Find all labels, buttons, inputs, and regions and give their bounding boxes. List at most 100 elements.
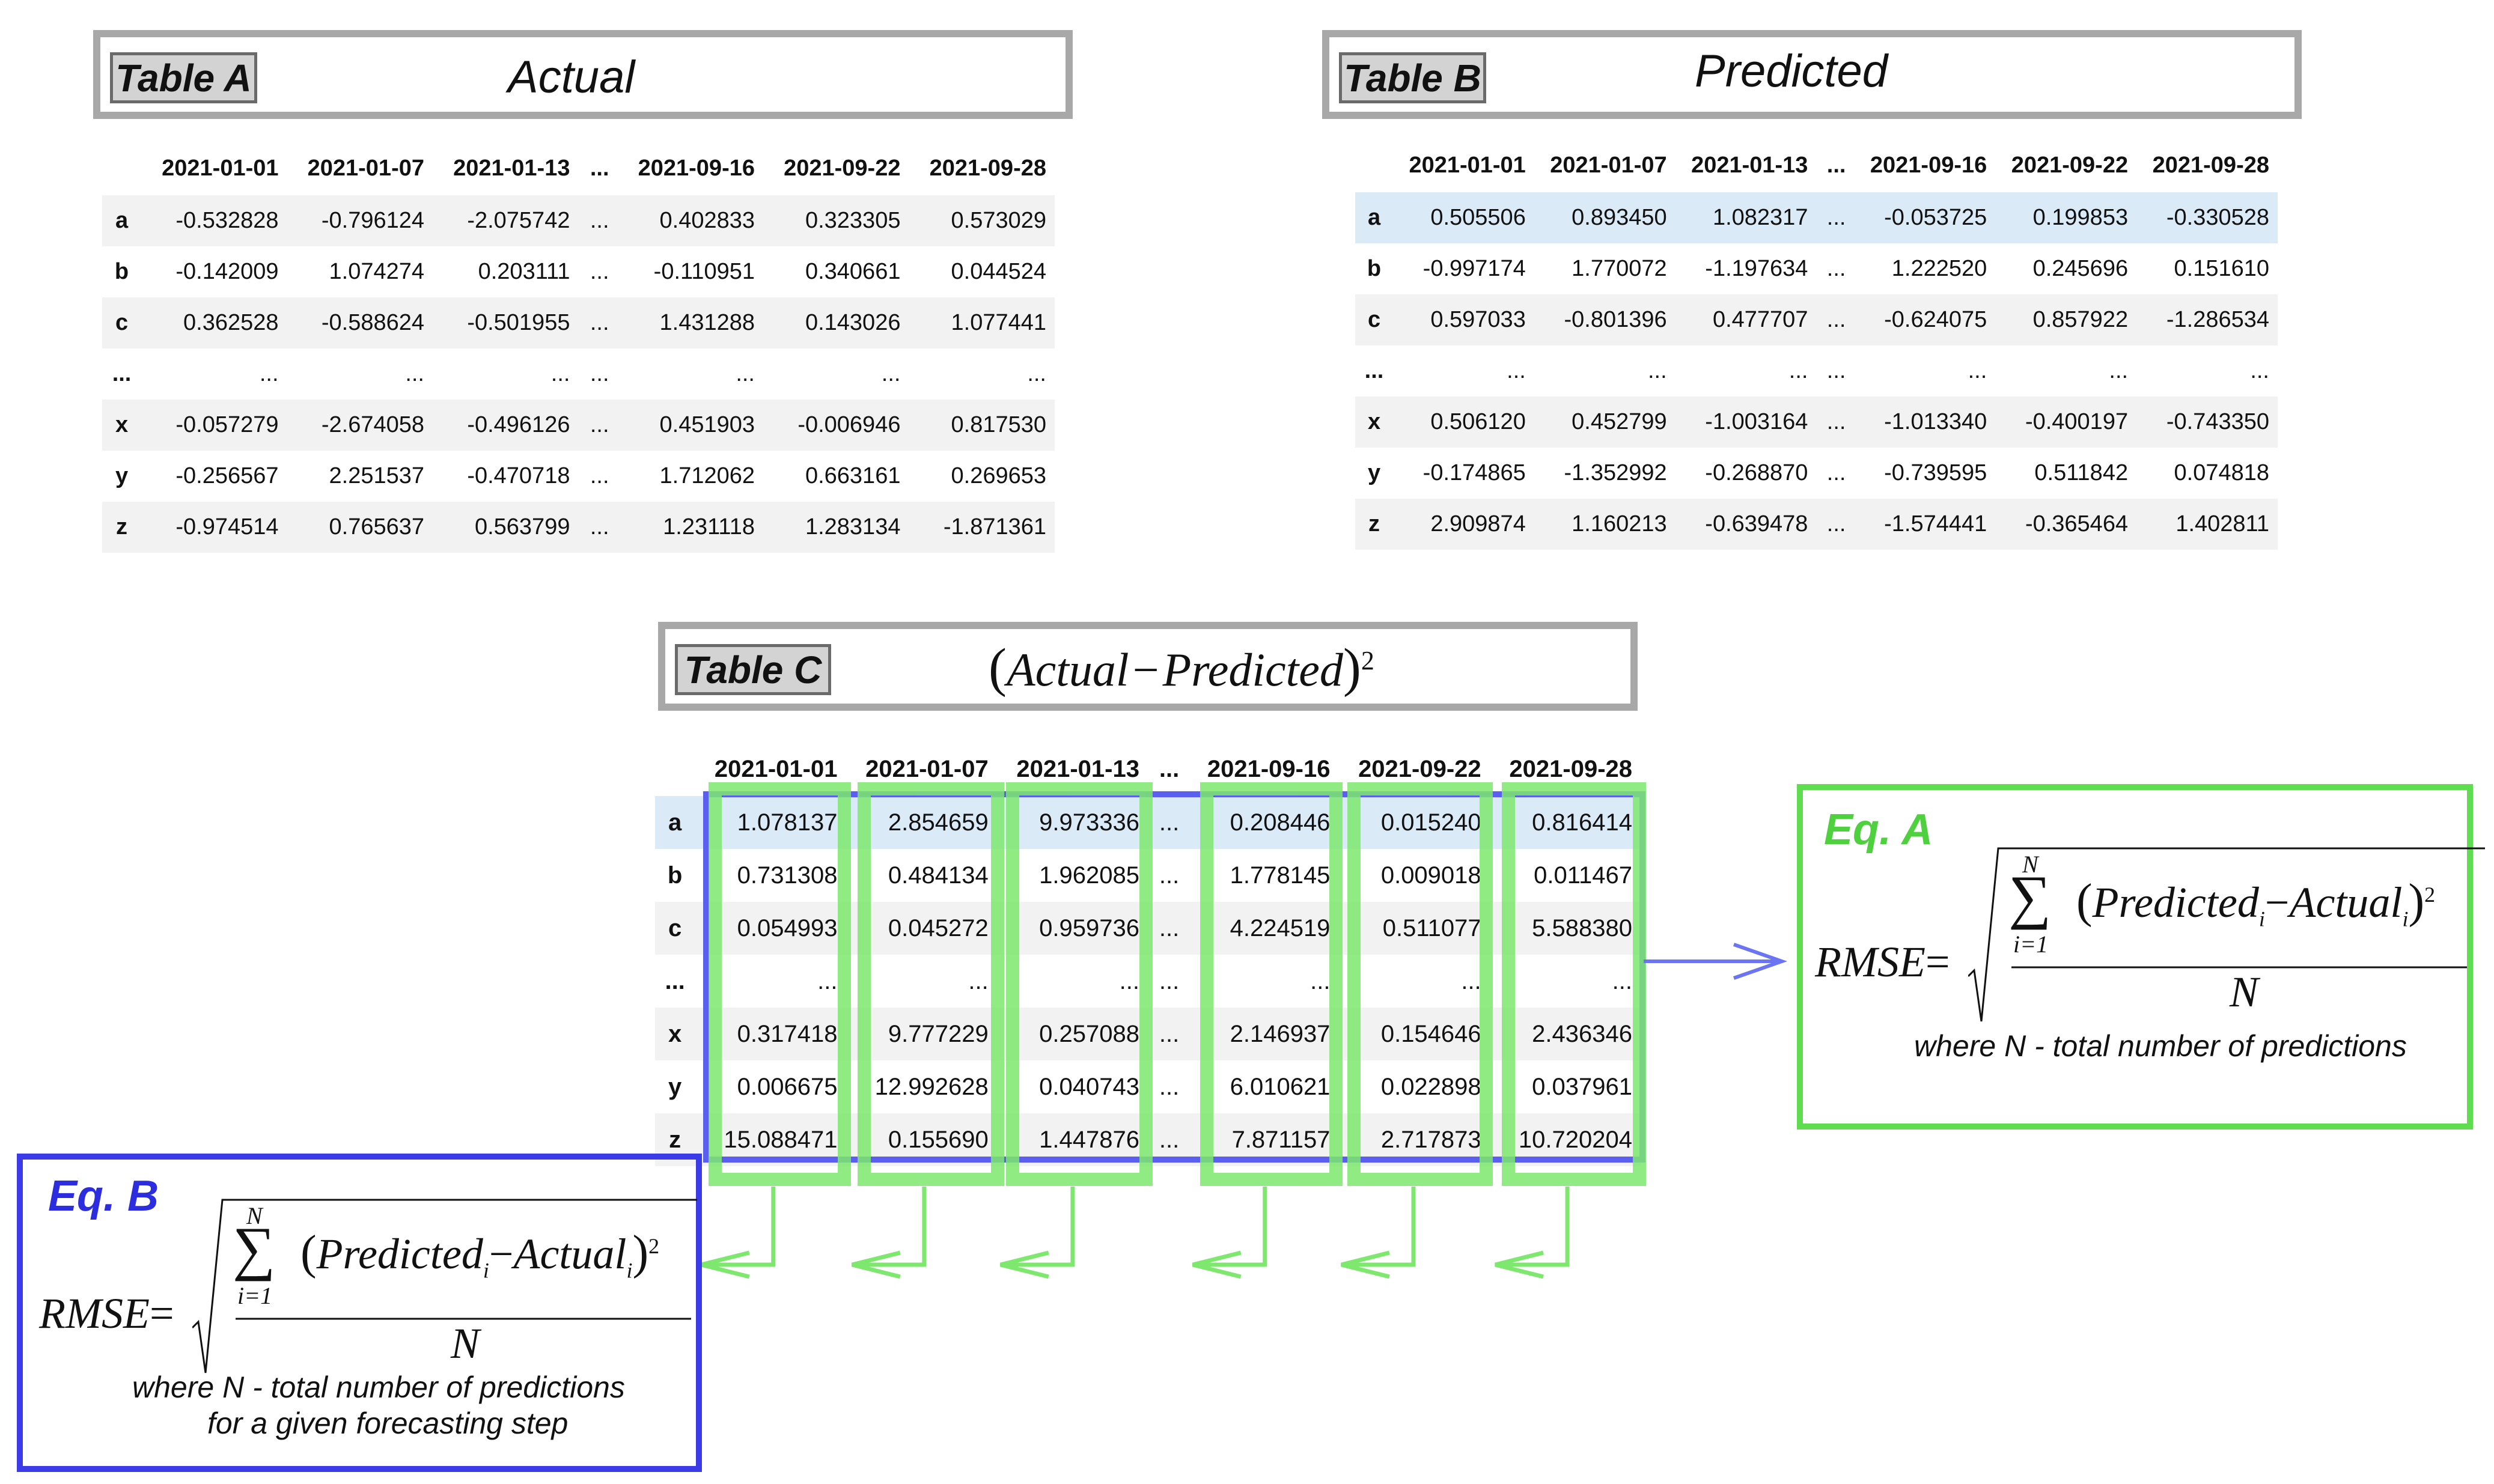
eq-a-lhs: RMSE= (1815, 937, 1950, 987)
row-index: ... (665, 967, 685, 994)
table-cell: -0.639478 (1705, 511, 1808, 537)
table-cell: 2.717873 (1380, 1126, 1481, 1153)
table-cell: -0.743350 (2166, 409, 2269, 434)
table-c-tag: Table C (675, 644, 831, 695)
table-cell: 0.573029 (951, 208, 1047, 233)
table-a-subtitle: Actual (508, 52, 635, 103)
table-cell: 0.663161 (805, 463, 901, 488)
formula-open-paren: ( (989, 638, 1007, 698)
table-cell: 0.015240 (1380, 809, 1481, 836)
eq-a-rmse: RMSE (1815, 938, 1925, 986)
column-header: 2021-01-01 (162, 155, 279, 181)
eq-a-label: Eq. A (1824, 806, 1933, 854)
table-cell: 12.992628 (874, 1073, 989, 1100)
table-cell: 0.044524 (951, 259, 1047, 284)
table-cell: -0.365464 (2025, 511, 2129, 537)
table-cell: 1.074274 (329, 259, 425, 284)
table-cell: 0.154646 (1380, 1020, 1481, 1047)
table-cell: 5.588380 (1532, 914, 1632, 941)
table-cell: 1.402811 (2175, 511, 2269, 537)
eq-b-lhs: RMSE= (39, 1289, 174, 1339)
table-cell: 0.402833 (659, 208, 755, 233)
column-header: 2021-01-13 (1016, 755, 1139, 782)
table-cell: 0.054993 (737, 914, 838, 941)
table-row: y-0.174865-1.352992-0.268870...-0.739595… (1355, 448, 2278, 499)
table-cell: ... (817, 967, 838, 994)
table-cell: 1.712062 (659, 463, 755, 488)
eq-a-paren-close: ) (2408, 875, 2425, 928)
table-cell: 0.317418 (737, 1020, 838, 1047)
formula-exponent: 2 (1361, 646, 1374, 675)
eq-a-sigma: ∑ (2008, 863, 2052, 930)
row-index: z (1368, 511, 1380, 537)
table-cell: -0.496126 (467, 412, 570, 437)
table-cell: -2.075742 (467, 208, 570, 233)
table-cell: ... (881, 361, 901, 386)
eq-b-rmse: RMSE (39, 1289, 150, 1337)
table-cell: 1.222520 (1891, 256, 1987, 281)
row-index: b (667, 862, 683, 889)
table-cell: ... (590, 412, 609, 437)
table-cell: 2.146937 (1230, 1020, 1331, 1047)
table-a-tag: Table A (110, 52, 257, 103)
green-column-outline (1347, 782, 1493, 1186)
table-cell: ... (1788, 358, 1808, 383)
green-column-outline (1502, 782, 1646, 1186)
eq-b-minus: − (489, 1230, 514, 1278)
table-cell: -0.400197 (2025, 409, 2129, 434)
table-cell: 0.340661 (805, 259, 901, 284)
table-cell: 1.077441 (951, 310, 1047, 335)
row-index: b (1367, 256, 1382, 281)
table-cell: -0.997174 (1422, 256, 1526, 281)
table-cell: 0.597033 (1430, 307, 1526, 332)
column-header: ... (1159, 755, 1180, 782)
table-cell: 9.777229 (888, 1020, 989, 1047)
column-header: 2021-09-22 (1358, 755, 1481, 782)
table-cell: -0.739595 (1884, 460, 1987, 485)
eq-a-sum-bottom: i=1 (2013, 931, 2049, 958)
column-header: 2021-01-13 (453, 155, 570, 181)
eq-b-sum-bottom: i=1 (237, 1282, 273, 1309)
table-row: ........................ (102, 348, 1055, 400)
row-index: c (1367, 307, 1381, 332)
table-cell: ... (1461, 967, 1481, 994)
row-index: a (668, 809, 682, 836)
table-cell: ... (1119, 967, 1139, 994)
row-index: ... (112, 361, 132, 386)
table-cell: 0.208446 (1230, 809, 1331, 836)
formula-actual: Actual (1006, 643, 1129, 696)
table-cell: 1.283134 (805, 514, 901, 540)
table-cell: 1.770072 (1572, 256, 1667, 281)
table-cell: -0.796124 (321, 208, 424, 233)
row-index: c (115, 310, 129, 335)
green-step-arrow (1000, 1187, 1075, 1279)
table-cell: ... (590, 310, 609, 335)
column-header: 2021-09-28 (2152, 152, 2269, 178)
table-cell: 2.251537 (329, 463, 425, 488)
arrow-to-eq-a (1644, 943, 1788, 980)
table-cell: 0.484134 (888, 862, 989, 889)
table-cell: ... (1826, 460, 1846, 485)
table-cell: 1.082317 (1712, 205, 1808, 230)
table-cell: ... (1159, 1020, 1180, 1047)
table-cell: ... (590, 259, 609, 284)
eq-b-note-line1: where N - total number of predictions (132, 1370, 625, 1404)
table-cell: -1.574441 (1884, 511, 1987, 537)
eq-a-sum-top: N (2022, 851, 2038, 878)
column-header: 2021-09-22 (784, 155, 901, 181)
table-cell: 0.511842 (2034, 460, 2129, 485)
formula-minus: − (1132, 643, 1159, 696)
table-cell: 0.731308 (737, 862, 838, 889)
eq-b-sum-top: N (246, 1202, 263, 1229)
green-step-arrow (1341, 1187, 1416, 1279)
table-cell: 7.871157 (1231, 1126, 1331, 1153)
table-cell: 2.436346 (1532, 1020, 1632, 1047)
table-cell: -1.352992 (1564, 460, 1667, 485)
